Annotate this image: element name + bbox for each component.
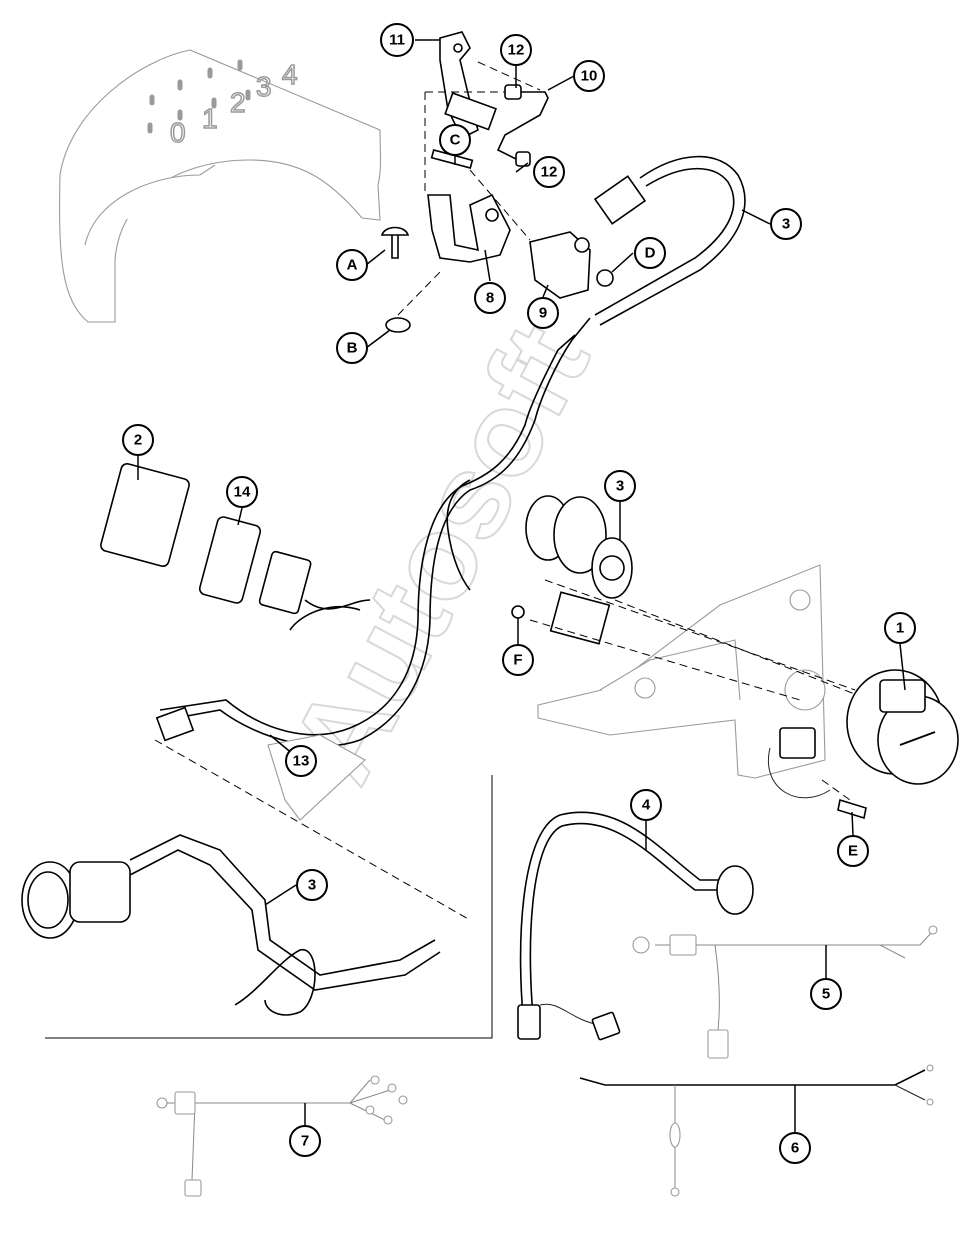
bolt-e [837, 798, 867, 820]
callout-1: 1 [884, 612, 916, 644]
tether-connector [779, 727, 816, 759]
svg-text:4: 4 [642, 797, 651, 814]
callout-e: E [837, 835, 869, 867]
callout-f: F [502, 644, 534, 676]
callout-9: 9 [527, 297, 559, 329]
shield-number-2: 2 [230, 87, 246, 118]
callout-10: 10 [573, 60, 605, 92]
shield-number-1: 1 [202, 103, 218, 134]
callout-4: 4 [630, 789, 662, 821]
callout-2: 2 [122, 424, 154, 456]
svg-text:3: 3 [616, 478, 624, 495]
svg-text:E: E [848, 843, 858, 860]
callout-a: A [336, 249, 368, 281]
assembly-lines-bracket [529, 579, 871, 801]
bracket-connector [549, 591, 611, 645]
harness-4 [517, 811, 754, 1041]
callout-3-upper: 3 [770, 208, 802, 240]
harness-3-upper [594, 155, 746, 326]
callout-c: C [439, 124, 471, 156]
svg-text:2: 2 [134, 432, 142, 449]
plug-connector [258, 550, 312, 615]
svg-text:10: 10 [581, 68, 598, 85]
callout-6: 6 [779, 1132, 811, 1164]
svg-text:6: 6 [791, 1140, 799, 1157]
svg-text:9: 9 [539, 305, 547, 322]
callout-13: 13 [285, 745, 317, 777]
top-connector [593, 175, 647, 225]
screw-a [380, 226, 410, 259]
callout-d: D [634, 237, 666, 269]
shield-number-3: 3 [256, 71, 272, 102]
harness-6 [579, 1064, 934, 1197]
harness-7 [156, 1075, 408, 1197]
callout-3-middle: 3 [604, 470, 636, 502]
seal-14 [198, 516, 262, 604]
callout-12-upper: 12 [500, 34, 532, 66]
shifter-shield: 0 1 2 3 4 [59, 49, 382, 323]
svg-text:3: 3 [782, 216, 790, 233]
gauge-1 [846, 669, 959, 785]
callout-14: 14 [226, 476, 258, 508]
svg-text:7: 7 [301, 1133, 309, 1150]
svg-text:12: 12 [541, 164, 558, 181]
shield-slots [147, 59, 251, 134]
shield-number-4: 4 [282, 59, 298, 90]
svg-text:B: B [347, 340, 358, 357]
callout-11: 11 [380, 23, 414, 57]
callout-7: 7 [289, 1125, 321, 1157]
callout-b: B [336, 332, 368, 364]
assembly-line-13 [154, 739, 471, 921]
svg-text:13: 13 [293, 753, 310, 770]
sensor-9 [529, 231, 591, 299]
assembly-lines-top [397, 61, 541, 316]
callout-12-lower: 12 [533, 156, 565, 188]
svg-text:1: 1 [896, 620, 904, 637]
svg-text:8: 8 [486, 290, 494, 307]
lever-11 [439, 31, 497, 140]
divider-lines [45, 775, 493, 1039]
round-connector-3 [525, 495, 633, 599]
svg-text:A: A [347, 257, 358, 274]
svg-text:D: D [645, 245, 656, 262]
callout-5: 5 [810, 978, 842, 1010]
svg-text:11: 11 [389, 32, 405, 49]
mounting-bracket [537, 564, 826, 779]
svg-text:12: 12 [508, 42, 525, 59]
nut-b [385, 317, 411, 333]
rod-10 [496, 91, 549, 161]
connector-2 [100, 463, 190, 567]
svg-text:3: 3 [308, 877, 316, 894]
svg-text:14: 14 [234, 484, 251, 501]
harness-5 [632, 925, 938, 1059]
harness-3-detail [21, 834, 441, 1016]
bracket-8 [427, 193, 511, 263]
shield-number-0: 0 [170, 117, 186, 148]
svg-text:F: F [513, 652, 522, 669]
svg-text:C: C [450, 132, 461, 149]
callout-3-lower: 3 [296, 869, 328, 901]
nut-d [596, 269, 614, 287]
clip-12-upper [504, 84, 522, 100]
callout-8: 8 [474, 282, 506, 314]
svg-text:5: 5 [822, 986, 830, 1003]
nut-f [511, 605, 525, 619]
